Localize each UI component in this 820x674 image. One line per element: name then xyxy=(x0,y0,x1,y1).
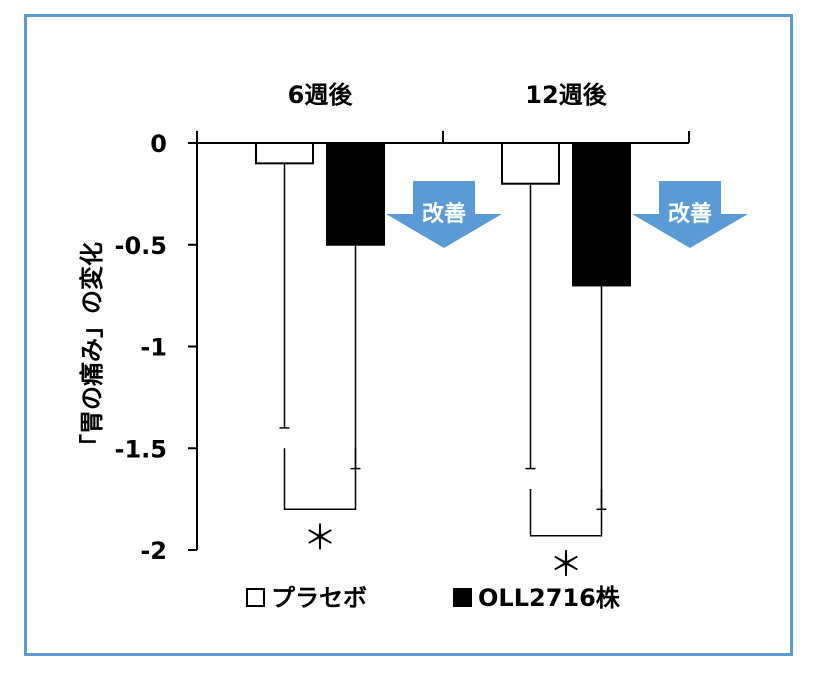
legend-swatch xyxy=(453,588,472,607)
y-tick-label: -2 xyxy=(140,537,167,565)
improvement-label: 改善 xyxy=(668,201,712,227)
improvement-arrows: 改善 改善 xyxy=(386,181,748,248)
y-axis-title: 「胃の痛み」の変化 xyxy=(78,242,106,458)
significance-markers: ＊＊ xyxy=(283,448,603,585)
bars xyxy=(255,142,631,287)
bar xyxy=(255,142,314,165)
significance-star: ＊ xyxy=(549,545,583,585)
y-tick-label: -1 xyxy=(140,334,167,362)
bar xyxy=(572,142,631,287)
significance-bracket xyxy=(529,488,603,537)
legend-label: プラセボ xyxy=(271,584,367,612)
y-tick-label: -1.5 xyxy=(115,435,167,463)
chart-frame xyxy=(24,14,793,656)
y-tick-label: 0 xyxy=(150,130,167,158)
bar xyxy=(326,142,385,246)
category-label: 6週後 xyxy=(288,81,354,109)
labels: 0 -0.5 -1 -1.5 -2 6週後 12週後「胃の痛み」の変化 xyxy=(78,81,608,565)
bar xyxy=(501,142,560,185)
legend-swatch xyxy=(246,588,265,607)
down-arrow-icon xyxy=(632,181,748,248)
y-tick-label: -0.5 xyxy=(115,232,167,260)
down-arrow-icon xyxy=(386,181,502,248)
improvement-label: 改善 xyxy=(422,201,466,227)
significance-star: ＊ xyxy=(303,518,337,558)
legend: プラセボ OLL2716株 xyxy=(246,584,621,612)
significance-bracket xyxy=(283,448,357,511)
legend-label: OLL2716株 xyxy=(478,584,621,612)
category-label: 12週後 xyxy=(525,81,607,109)
